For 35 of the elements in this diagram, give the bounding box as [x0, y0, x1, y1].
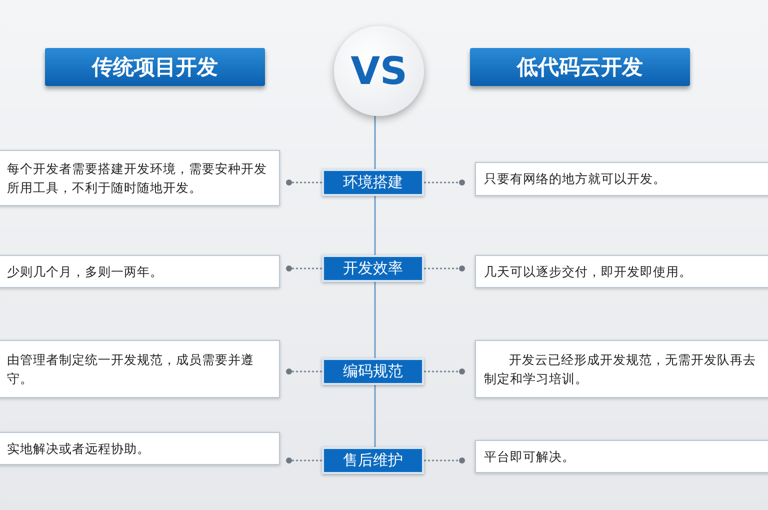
description-box — [0, 432, 280, 465]
dotted-connector — [424, 368, 465, 374]
connector-line — [374, 196, 376, 255]
description-text: 实地解决或者远程协助。 — [7, 440, 150, 458]
description-text: 只要有网络的地方就可以开发。 — [484, 170, 666, 188]
description-text: 开发云已经形成开发规范，无需开发队再去制定和学习培训。 — [484, 350, 757, 388]
dotted-connector — [286, 180, 322, 186]
description-box — [475, 255, 768, 288]
topic-label: 环境搭建 — [322, 169, 424, 196]
dotted-connector — [286, 368, 322, 374]
description-box — [475, 162, 768, 196]
topic-label: 编码规范 — [322, 358, 424, 385]
connector-line — [374, 385, 376, 447]
dotted-connector — [424, 180, 465, 186]
description-box — [475, 440, 768, 473]
dotted-connector — [286, 266, 322, 272]
topic-label: 售后维护 — [322, 447, 424, 474]
description-box — [0, 255, 280, 288]
topic-label: 开发效率 — [322, 255, 424, 282]
description-text: 由管理者制定统一开发规范，成员需要并遵守。 — [7, 350, 255, 388]
dotted-connector — [424, 458, 465, 464]
connector-line — [374, 282, 376, 358]
description-text: 少则几个月，多则一两年。 — [7, 262, 163, 281]
title-banner: 低代码云开发 — [470, 48, 690, 86]
dotted-connector — [424, 266, 465, 272]
description-box — [0, 150, 280, 206]
description-text: 几天可以逐步交付，即开发即使用。 — [484, 262, 692, 281]
description-text: 每个开发者需要搭建开发环境，需要安种开发所用工具，不利于随时随地开发。 — [7, 160, 268, 197]
description-text: 平台即可解决。 — [484, 448, 575, 466]
dotted-connector — [286, 458, 322, 464]
connector-line — [374, 116, 376, 169]
title-banner: 传统项目开发 — [45, 48, 265, 86]
description-box — [475, 340, 768, 398]
vs-circle: VS — [334, 26, 424, 116]
description-box — [0, 340, 280, 398]
